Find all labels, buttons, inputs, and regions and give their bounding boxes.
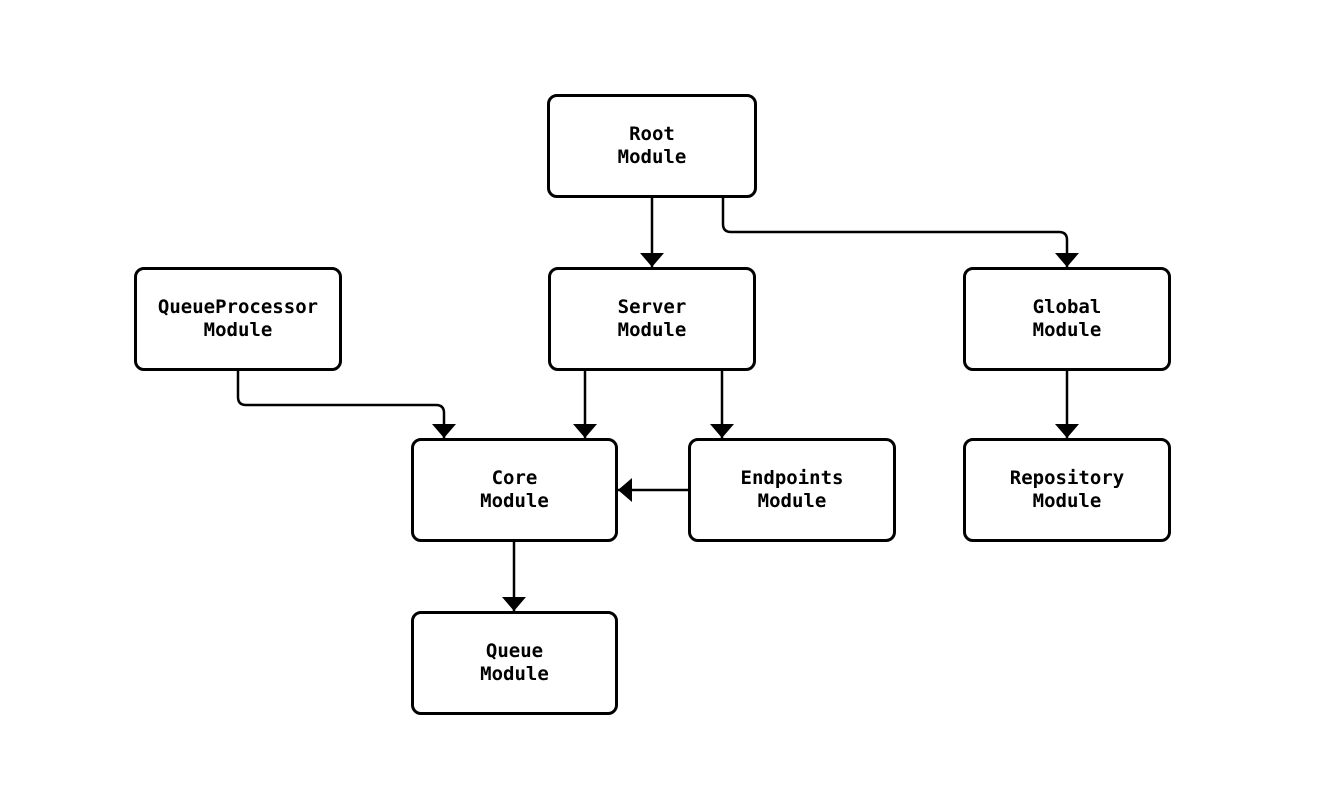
node-label-line1: Queue bbox=[485, 640, 544, 662]
node-label-line1: Repository bbox=[1009, 467, 1125, 489]
node-label-line1: Root bbox=[629, 123, 675, 145]
node-label-line2: Module bbox=[203, 319, 273, 341]
node-label-line1: Global bbox=[1032, 296, 1102, 318]
node-label-line1: Endpoints bbox=[740, 467, 844, 489]
node-label-line2: Module bbox=[1032, 490, 1102, 512]
edge-queueprocessor-to-core bbox=[236, 371, 456, 438]
node-label-line2: Module bbox=[617, 146, 687, 168]
node-label-line2: Module bbox=[617, 319, 687, 341]
node-label-line2: Module bbox=[480, 490, 549, 512]
node-label-line2: Module bbox=[1032, 319, 1102, 341]
edge-root-to-global bbox=[721, 198, 1079, 267]
edges-group bbox=[236, 198, 1079, 611]
node-label-line1: Core bbox=[491, 467, 538, 489]
node-label-line2: Module bbox=[480, 663, 549, 685]
node-label-line1: Server bbox=[617, 296, 687, 318]
node-label-line1: QueueProcessor bbox=[157, 296, 319, 318]
node-label-line2: Module bbox=[757, 490, 827, 512]
